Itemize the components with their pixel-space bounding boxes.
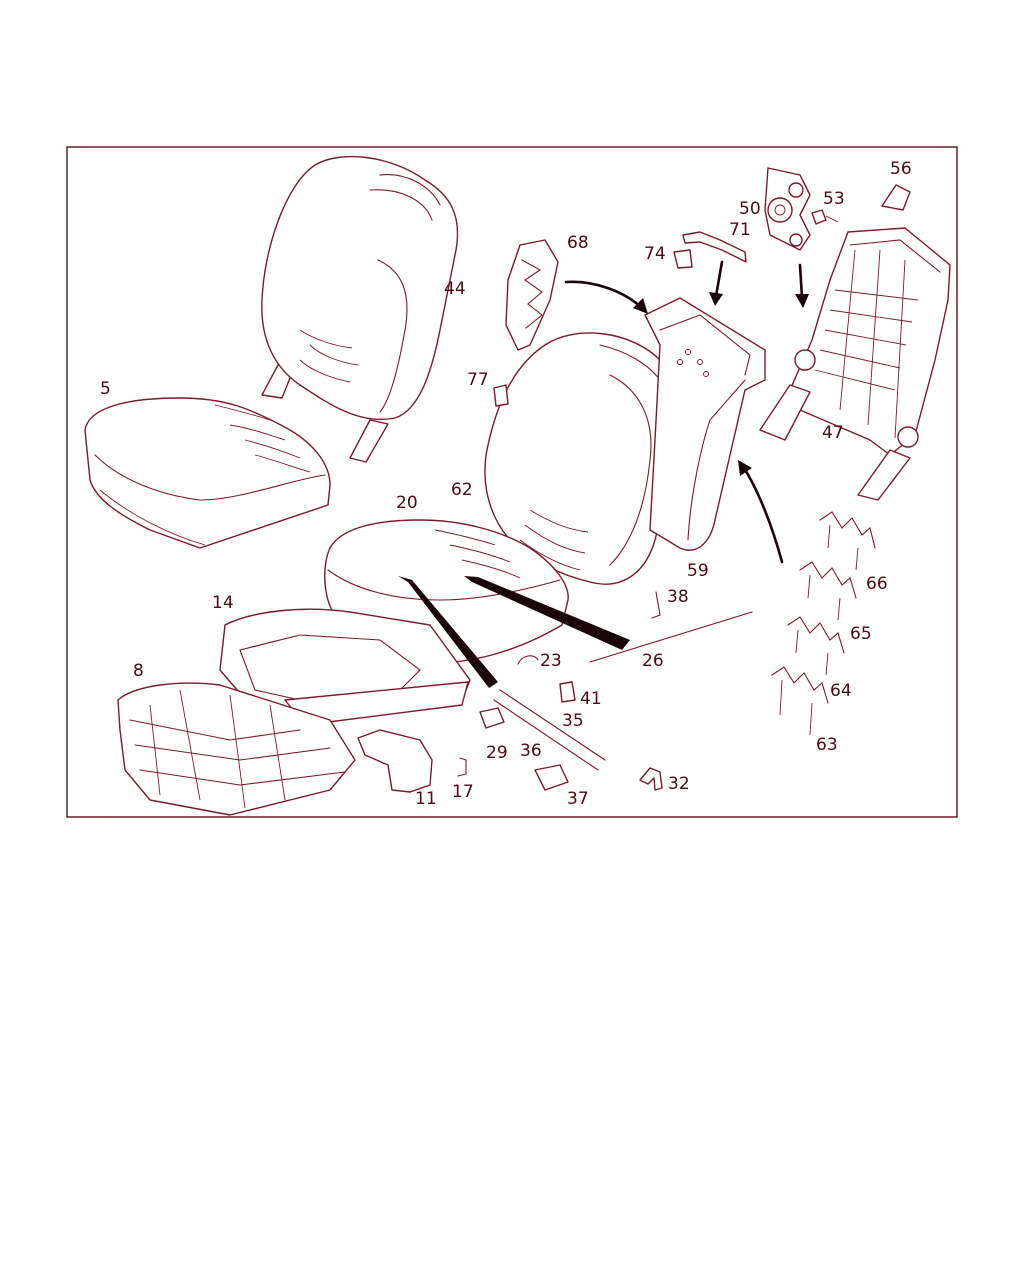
label-part-71: 71 [729,220,751,240]
label-part-17: 17 [452,782,474,802]
part-68-side-cover [505,239,559,351]
part-17-clip [457,757,467,777]
part-53-bolt [811,209,839,225]
part-77-clip [493,384,509,407]
part-35-rod [499,689,606,761]
label-part-8: 8 [133,661,144,681]
label-part-32: 32 [668,774,690,794]
part-8-seat-frame [117,682,356,816]
part-56-cap [881,184,911,211]
label-part-35: 35 [562,711,584,731]
part-64-spring [787,616,845,676]
part-71-bracket [682,231,747,263]
label-part-36: 36 [520,741,542,761]
part-65-spring [799,561,857,621]
part-14-seat-foam [219,608,471,726]
part-37-part [534,764,569,791]
part-26-cable [589,611,753,663]
label-part-62: 62 [451,480,473,500]
label-part-23: 23 [540,651,562,671]
label-part-5: 5 [100,379,111,399]
part-11-bracket [357,729,433,793]
label-part-68: 68 [567,233,589,253]
part-63-spring [771,666,829,736]
part-36-rod [493,699,599,771]
label-part-20: 20 [396,493,418,513]
part-44-backrest [261,155,459,463]
label-part-50: 50 [739,199,761,219]
label-part-77: 77 [467,370,489,390]
part-23-part [517,655,539,665]
label-part-65: 65 [850,624,872,644]
label-part-26: 26 [642,651,664,671]
label-part-38: 38 [667,587,689,607]
label-part-14: 14 [212,593,234,613]
part-29-clip [479,707,505,729]
label-part-64: 64 [830,681,852,701]
diagram-frame [66,146,958,818]
label-part-53: 53 [823,189,845,209]
part-38-clip [651,591,661,619]
part-74-clip [673,249,693,269]
label-part-59: 59 [687,561,709,581]
part-5-seat-cushion [84,397,331,549]
part-41-clip [559,681,576,703]
assembly-arrows [398,260,809,688]
label-part-66: 66 [866,574,888,594]
label-part-29: 29 [486,743,508,763]
label-part-11: 11 [415,789,437,809]
label-part-44: 44 [444,279,466,299]
part-59-backrest-shell [644,297,766,551]
part-47-backrest-frame [759,227,951,501]
part-50-recliner [764,167,811,251]
part-32-clamp [639,767,663,791]
label-part-37: 37 [567,789,589,809]
label-part-47: 47 [822,423,844,443]
label-part-41: 41 [580,689,602,709]
label-part-74: 74 [644,244,666,264]
part-66-spring [819,511,876,571]
label-part-63: 63 [816,735,838,755]
part-labels: 5 8 11 14 17 20 23 26 29 32 35 36 37 38 … [100,159,912,809]
label-part-56: 56 [890,159,912,179]
